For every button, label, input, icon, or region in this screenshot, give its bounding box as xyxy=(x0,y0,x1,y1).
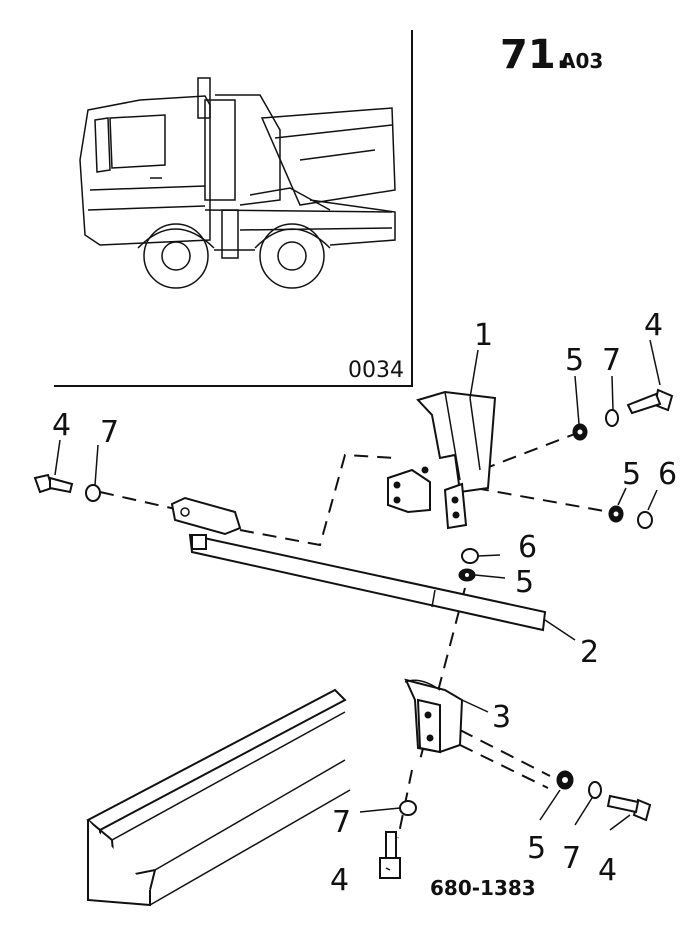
callout-7-bottom-left: 7 xyxy=(332,805,351,840)
bolt-bottom xyxy=(379,831,401,879)
callout-7-top: 7 xyxy=(602,343,621,378)
drawing-number: 680-1383 xyxy=(430,876,536,900)
callout-7-left: 7 xyxy=(100,415,119,450)
bracket-part-1 xyxy=(387,390,497,530)
callout-labels: 1 2 3 4 7 5 7 4 5 6 6 5 7 4 5 7 4 xyxy=(52,308,677,898)
bracket-part-3 xyxy=(404,678,464,754)
page-suffix: A03 xyxy=(560,49,603,73)
bolt-upper-right xyxy=(626,388,674,415)
callout-1: 1 xyxy=(474,318,493,353)
callout-4-bottom-left: 4 xyxy=(330,863,349,898)
truck-inset: 0034 xyxy=(54,30,413,387)
bolt-left xyxy=(33,473,74,494)
callout-3: 3 xyxy=(492,700,511,735)
callout-5-bottom: 5 xyxy=(527,831,546,866)
callout-7-bottom: 7 xyxy=(562,841,581,876)
callout-4-top: 4 xyxy=(644,308,663,343)
bolt-lower-right xyxy=(606,794,652,822)
leader-lines xyxy=(54,339,661,871)
rod-part-2 xyxy=(170,496,547,632)
callout-5-top: 5 xyxy=(565,343,584,378)
callout-6-mid: 6 xyxy=(518,530,537,565)
callout-5-right: 5 xyxy=(622,457,641,492)
inset-code: 0034 xyxy=(348,358,404,383)
page-number: 71. xyxy=(500,32,571,78)
callout-2: 2 xyxy=(580,635,599,670)
truck-illustration xyxy=(79,77,396,289)
callout-4-bottom: 4 xyxy=(598,853,617,888)
callout-4-left: 4 xyxy=(52,408,71,443)
fasteners xyxy=(85,409,653,816)
callout-5-mid: 5 xyxy=(515,565,534,600)
chassis-beam xyxy=(86,688,351,907)
callout-6-right: 6 xyxy=(658,457,677,492)
